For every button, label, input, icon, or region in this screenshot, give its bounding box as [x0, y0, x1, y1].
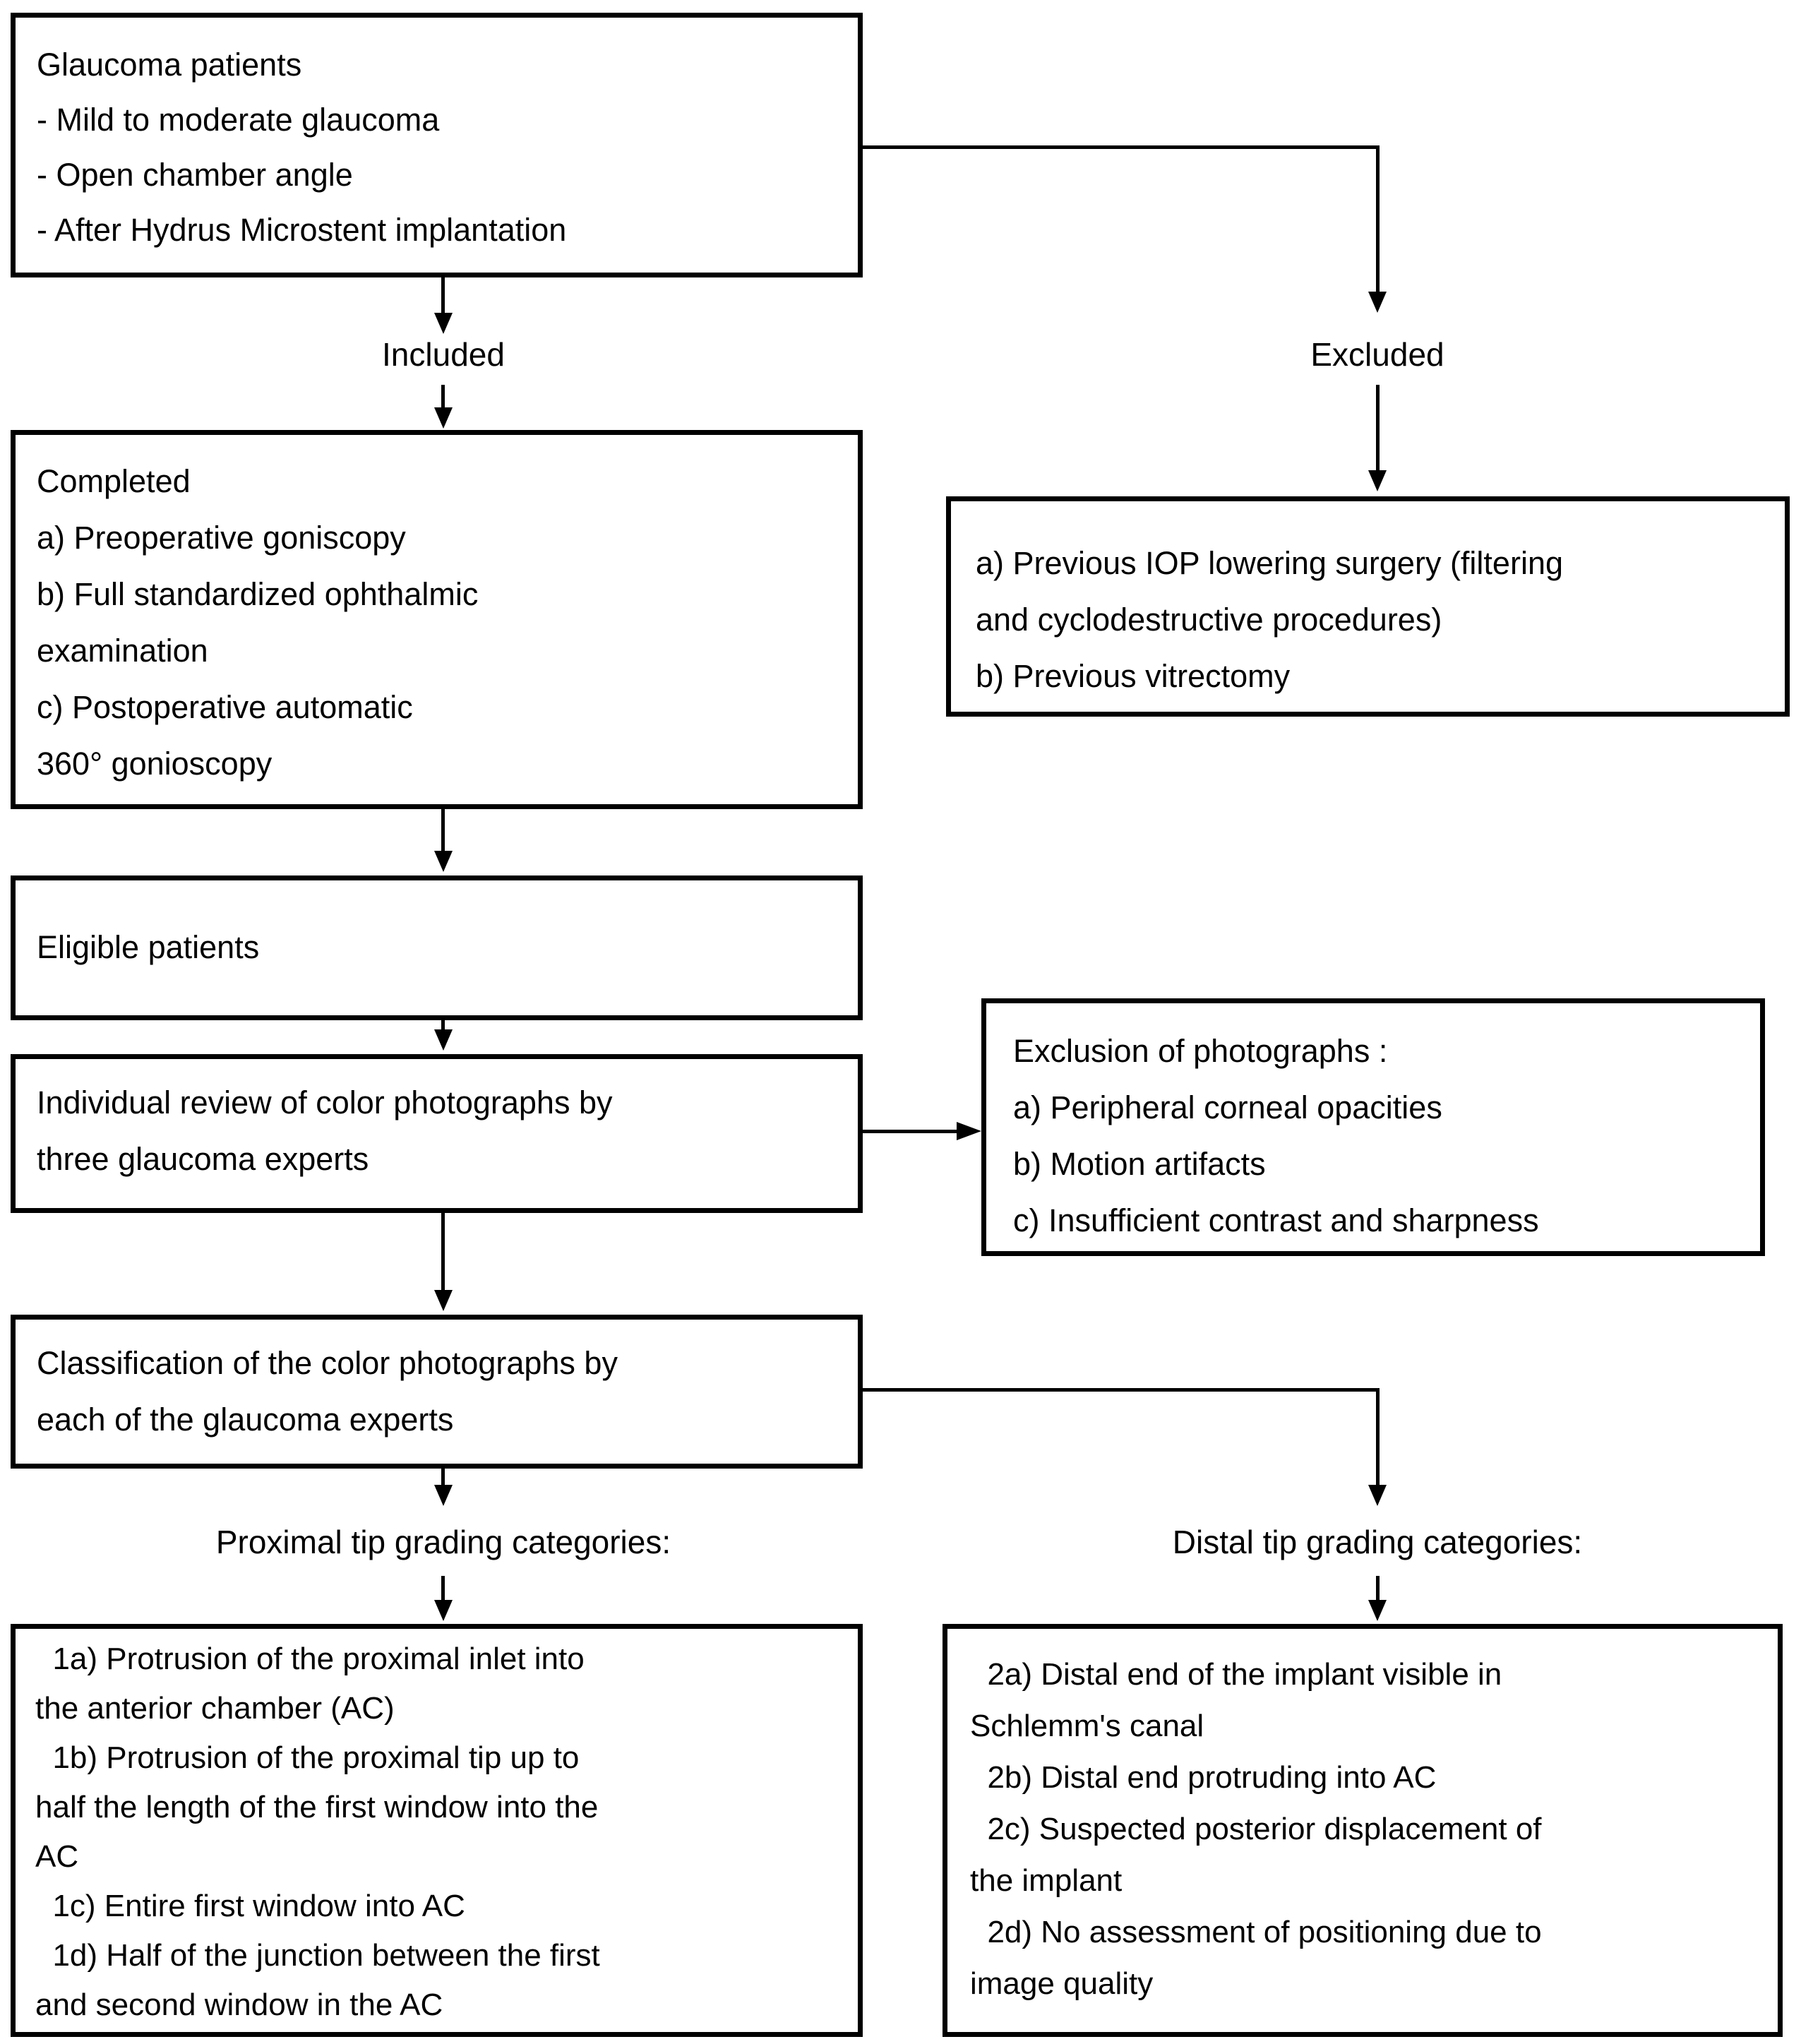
box-exclusion-criteria: a) Previous IOP lowering surgery (filter… [946, 496, 1790, 717]
connector-completed-to-eligible-line [441, 809, 445, 851]
connector-included-to-completed-line [441, 385, 445, 407]
arrowhead-to-completed-icon [434, 407, 453, 429]
connector-distal-label-to-box-line [1376, 1576, 1380, 1600]
box-exclusion-of-photographs: Exclusion of photographs :a) Peripheral … [981, 998, 1765, 1256]
connector-proximal-label-to-box-line [441, 1576, 445, 1600]
connector-classification-to-proximal-label-line [441, 1469, 445, 1485]
excluded-label: Excluded [1310, 336, 1444, 373]
connector-review-to-photo-exclusion-line [863, 1130, 957, 1133]
connector-eligible-to-review-line [441, 1020, 445, 1029]
box-proximal-tip-categories: 1a) Protrusion of the proximal inlet int… [11, 1624, 863, 2037]
arrowhead-to-distal-box-icon [1368, 1600, 1387, 1621]
box-classification: Classification of the color photographs … [11, 1315, 863, 1469]
connector-classification-to-distal-hline [863, 1388, 1380, 1392]
arrowhead-to-proximal-box-icon [434, 1600, 453, 1621]
arrowhead-to-proximal-label-icon [434, 1485, 453, 1506]
box-individual-review: Individual review of color photographs b… [11, 1054, 863, 1213]
connector-classification-to-distal-vline [1376, 1388, 1380, 1485]
connector-glaucoma-to-included-line [441, 277, 445, 313]
included-label: Included [382, 336, 505, 373]
arrowhead-to-review-icon [434, 1029, 453, 1051]
arrowhead-to-included-icon [434, 313, 453, 334]
arrowhead-to-exclusion-criteria-icon [1368, 470, 1387, 491]
connector-glaucoma-to-excluded-hline [863, 145, 1380, 149]
arrowhead-to-distal-label-icon [1368, 1485, 1387, 1506]
connector-excluded-to-criteria-line [1376, 385, 1380, 470]
arrowhead-to-photo-exclusion-icon [957, 1122, 981, 1140]
connector-glaucoma-to-excluded-vline [1376, 145, 1380, 292]
distal-grading-label: Distal tip grading categories: [1172, 1524, 1583, 1560]
box-eligible-patients: Eligible patients [11, 875, 863, 1020]
proximal-grading-label: Proximal tip grading categories: [215, 1524, 671, 1560]
box-distal-tip-categories: 2a) Distal end of the implant visible in… [943, 1624, 1783, 2037]
connector-review-to-classification-line [441, 1213, 445, 1290]
box-glaucoma-patients: Glaucoma patients- Mild to moderate glau… [11, 13, 863, 277]
arrowhead-to-eligible-icon [434, 851, 453, 872]
arrowhead-to-excluded-icon [1368, 292, 1387, 313]
arrowhead-to-classification-icon [434, 1290, 453, 1311]
